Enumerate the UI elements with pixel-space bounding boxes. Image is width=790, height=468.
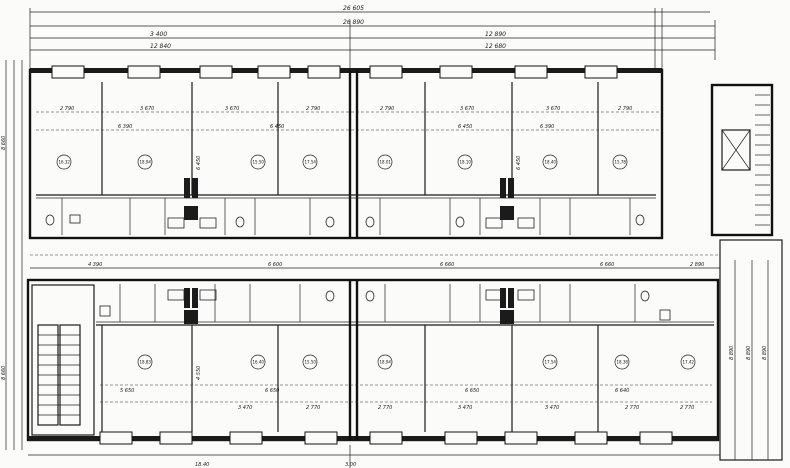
svg-text:5 650: 5 650 xyxy=(120,388,134,394)
dim-left-half-a: 3 400 xyxy=(150,31,167,38)
svg-text:3 470: 3 470 xyxy=(545,405,559,411)
svg-text:3 670: 3 670 xyxy=(225,106,239,112)
svg-text:16.32: 16.32 xyxy=(59,160,71,165)
room-label: 18.94 xyxy=(137,154,153,170)
dim-bottom: 18.40 xyxy=(195,462,209,468)
dim-bottom: 3.00 xyxy=(345,462,356,468)
bottom-dimension-lines: 18.40 3.00 xyxy=(28,445,720,468)
svg-text:16.40: 16.40 xyxy=(253,360,265,365)
svg-text:2 770: 2 770 xyxy=(306,405,320,411)
dim-left-half-b: 12 840 xyxy=(150,43,171,50)
upper-shafts xyxy=(184,178,514,220)
svg-text:3 670: 3 670 xyxy=(460,106,474,112)
central-corridor: 4 390 6 600 6 660 6 660 2 890 xyxy=(30,254,720,269)
svg-text:6 390: 6 390 xyxy=(118,124,132,130)
corridor-dim: 2 890 xyxy=(690,262,704,268)
corridor-dim: 6 660 xyxy=(600,262,614,268)
upper-windows xyxy=(30,65,662,79)
svg-text:2 770: 2 770 xyxy=(378,405,392,411)
svg-text:6 650: 6 650 xyxy=(265,388,279,394)
upper-partitions xyxy=(101,70,599,238)
lower-block: 18.83 16.40 15.50 18.94 17.54 18.38 17.4… xyxy=(26,278,720,445)
room-label: 17.54 xyxy=(302,154,318,170)
svg-text:18.01: 18.01 xyxy=(380,160,392,165)
upper-room-labels: 16.32 18.94 15.50 17.54 18.01 18.10 18.4… xyxy=(56,154,628,170)
svg-text:2 790: 2 790 xyxy=(380,106,394,112)
left-dimension-lines: 8 660 8 660 xyxy=(1,60,23,450)
svg-text:6 450: 6 450 xyxy=(516,156,522,170)
svg-text:18.10: 18.10 xyxy=(460,160,472,165)
room-label: 18.40 xyxy=(542,154,558,170)
svg-text:3 670: 3 670 xyxy=(140,106,154,112)
lower-fixtures xyxy=(99,289,671,321)
room-label: 18.10 xyxy=(457,154,473,170)
corridor-dim: 6 660 xyxy=(440,262,454,268)
room-label: 17.42 xyxy=(680,354,696,370)
dim-top-2: 26 890 xyxy=(343,19,364,26)
dim-right-half-b: 12 680 xyxy=(485,43,506,50)
svg-text:17.54: 17.54 xyxy=(545,360,557,365)
lower-partitions xyxy=(101,280,599,440)
svg-text:18.38: 18.38 xyxy=(617,360,629,365)
svg-text:15.50: 15.50 xyxy=(253,160,265,165)
svg-text:2 790: 2 790 xyxy=(618,106,632,112)
svg-text:18.83: 18.83 xyxy=(140,360,152,365)
room-label: 15.50 xyxy=(250,154,266,170)
dim-left-1: 8 660 xyxy=(1,136,7,150)
svg-text:18.94: 18.94 xyxy=(380,360,392,365)
dim-stair: 8 890 xyxy=(762,346,768,360)
lower-shafts xyxy=(184,288,514,324)
svg-text:6 640: 6 640 xyxy=(615,388,629,394)
upper-service-partitions xyxy=(61,198,631,235)
dim-stair: 8 890 xyxy=(729,346,735,360)
svg-text:2 770: 2 770 xyxy=(680,405,694,411)
room-label: 18.01 xyxy=(377,154,393,170)
svg-text:3 470: 3 470 xyxy=(238,405,252,411)
svg-text:6 650: 6 650 xyxy=(465,388,479,394)
svg-text:6 450: 6 450 xyxy=(196,156,202,170)
svg-text:17.42: 17.42 xyxy=(683,360,695,365)
lower-room-labels: 18.83 16.40 15.50 18.94 17.54 18.38 17.4… xyxy=(137,354,696,370)
svg-text:15.50: 15.50 xyxy=(305,360,317,365)
upper-block: 16.32 18.94 15.50 17.54 18.01 18.10 18.4… xyxy=(28,65,664,240)
top-dimension-lines: 26 605 26 890 3 400 12 840 12 890 12 680 xyxy=(29,5,716,70)
upper-fixtures xyxy=(45,214,645,229)
dim-stair: 8 890 xyxy=(746,346,752,360)
svg-text:3 470: 3 470 xyxy=(458,405,472,411)
corridor-dim: 4 390 xyxy=(88,262,102,268)
svg-text:6 390: 6 390 xyxy=(540,124,554,130)
lower-room-dims: 5 650 6 650 6 650 6 640 3 470 2 770 2 77… xyxy=(120,366,694,411)
svg-text:6 450: 6 450 xyxy=(270,124,284,130)
svg-text:4 550: 4 550 xyxy=(196,366,202,380)
svg-text:6 450: 6 450 xyxy=(458,124,472,130)
svg-text:2 790: 2 790 xyxy=(60,106,74,112)
svg-text:2 790: 2 790 xyxy=(306,106,320,112)
room-label: 17.54 xyxy=(542,354,558,370)
dim-left-2: 8 660 xyxy=(1,366,7,380)
room-label: 16.32 xyxy=(56,154,72,170)
corridor-dim: 6 600 xyxy=(268,262,282,268)
svg-text:18.94: 18.94 xyxy=(140,160,152,165)
dim-right-half-a: 12 890 xyxy=(485,31,506,38)
svg-text:2 770: 2 770 xyxy=(625,405,639,411)
room-label: 18.94 xyxy=(377,354,393,370)
lower-windows xyxy=(28,431,718,445)
svg-text:15.78: 15.78 xyxy=(615,160,627,165)
room-label: 16.40 xyxy=(250,354,266,370)
room-label: 15.50 xyxy=(302,354,318,370)
svg-text:17.54: 17.54 xyxy=(305,160,317,165)
right-stair-tower: 8 890 8 890 8 890 xyxy=(710,83,783,461)
dim-top-1: 26 605 xyxy=(343,5,364,12)
room-label: 18.38 xyxy=(614,354,630,370)
left-staircase xyxy=(31,284,95,436)
room-label: 18.83 xyxy=(137,354,153,370)
upper-room-dims: 2 790 3 670 3 670 2 790 2 790 3 670 3 67… xyxy=(60,106,632,170)
svg-text:3 670: 3 670 xyxy=(546,106,560,112)
lower-service-partitions xyxy=(119,284,636,322)
svg-text:18.40: 18.40 xyxy=(545,160,557,165)
room-label: 15.78 xyxy=(612,154,628,170)
